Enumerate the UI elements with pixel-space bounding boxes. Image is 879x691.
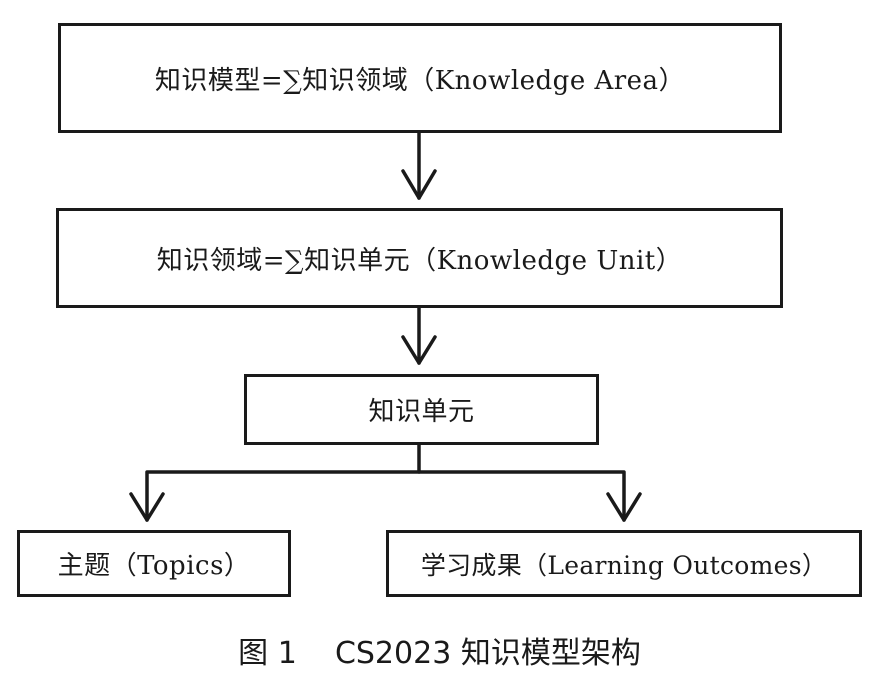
branch-bar — [145, 470, 626, 522]
arrow-area-to-unit-head — [401, 335, 437, 365]
figure-caption: 图 1 CS2023 知识模型架构 — [238, 636, 641, 671]
knowledge-unit-box: 知识单元 — [244, 374, 599, 445]
arrow-model-to-area-head — [401, 169, 437, 200]
knowledge-model-label: 知识模型=∑知识领域（Knowledge Area） — [154, 65, 686, 96]
knowledge-model-box: 知识模型=∑知识领域（Knowledge Area） — [58, 23, 782, 133]
arrow-to-outcomes-head — [606, 492, 642, 522]
knowledge-area-label: 知识领域=∑知识单元（Knowledge Unit） — [156, 245, 683, 276]
learning-outcomes-box: 学习成果（Learning Outcomes） — [386, 530, 862, 597]
knowledge-unit-label: 知识单元 — [368, 397, 475, 427]
arrow-to-topics-head — [129, 492, 165, 522]
learning-outcomes-label: 学习成果（Learning Outcomes） — [420, 550, 828, 580]
topics-label: 主题（Topics） — [57, 551, 251, 581]
topics-box: 主题（Topics） — [17, 530, 291, 597]
